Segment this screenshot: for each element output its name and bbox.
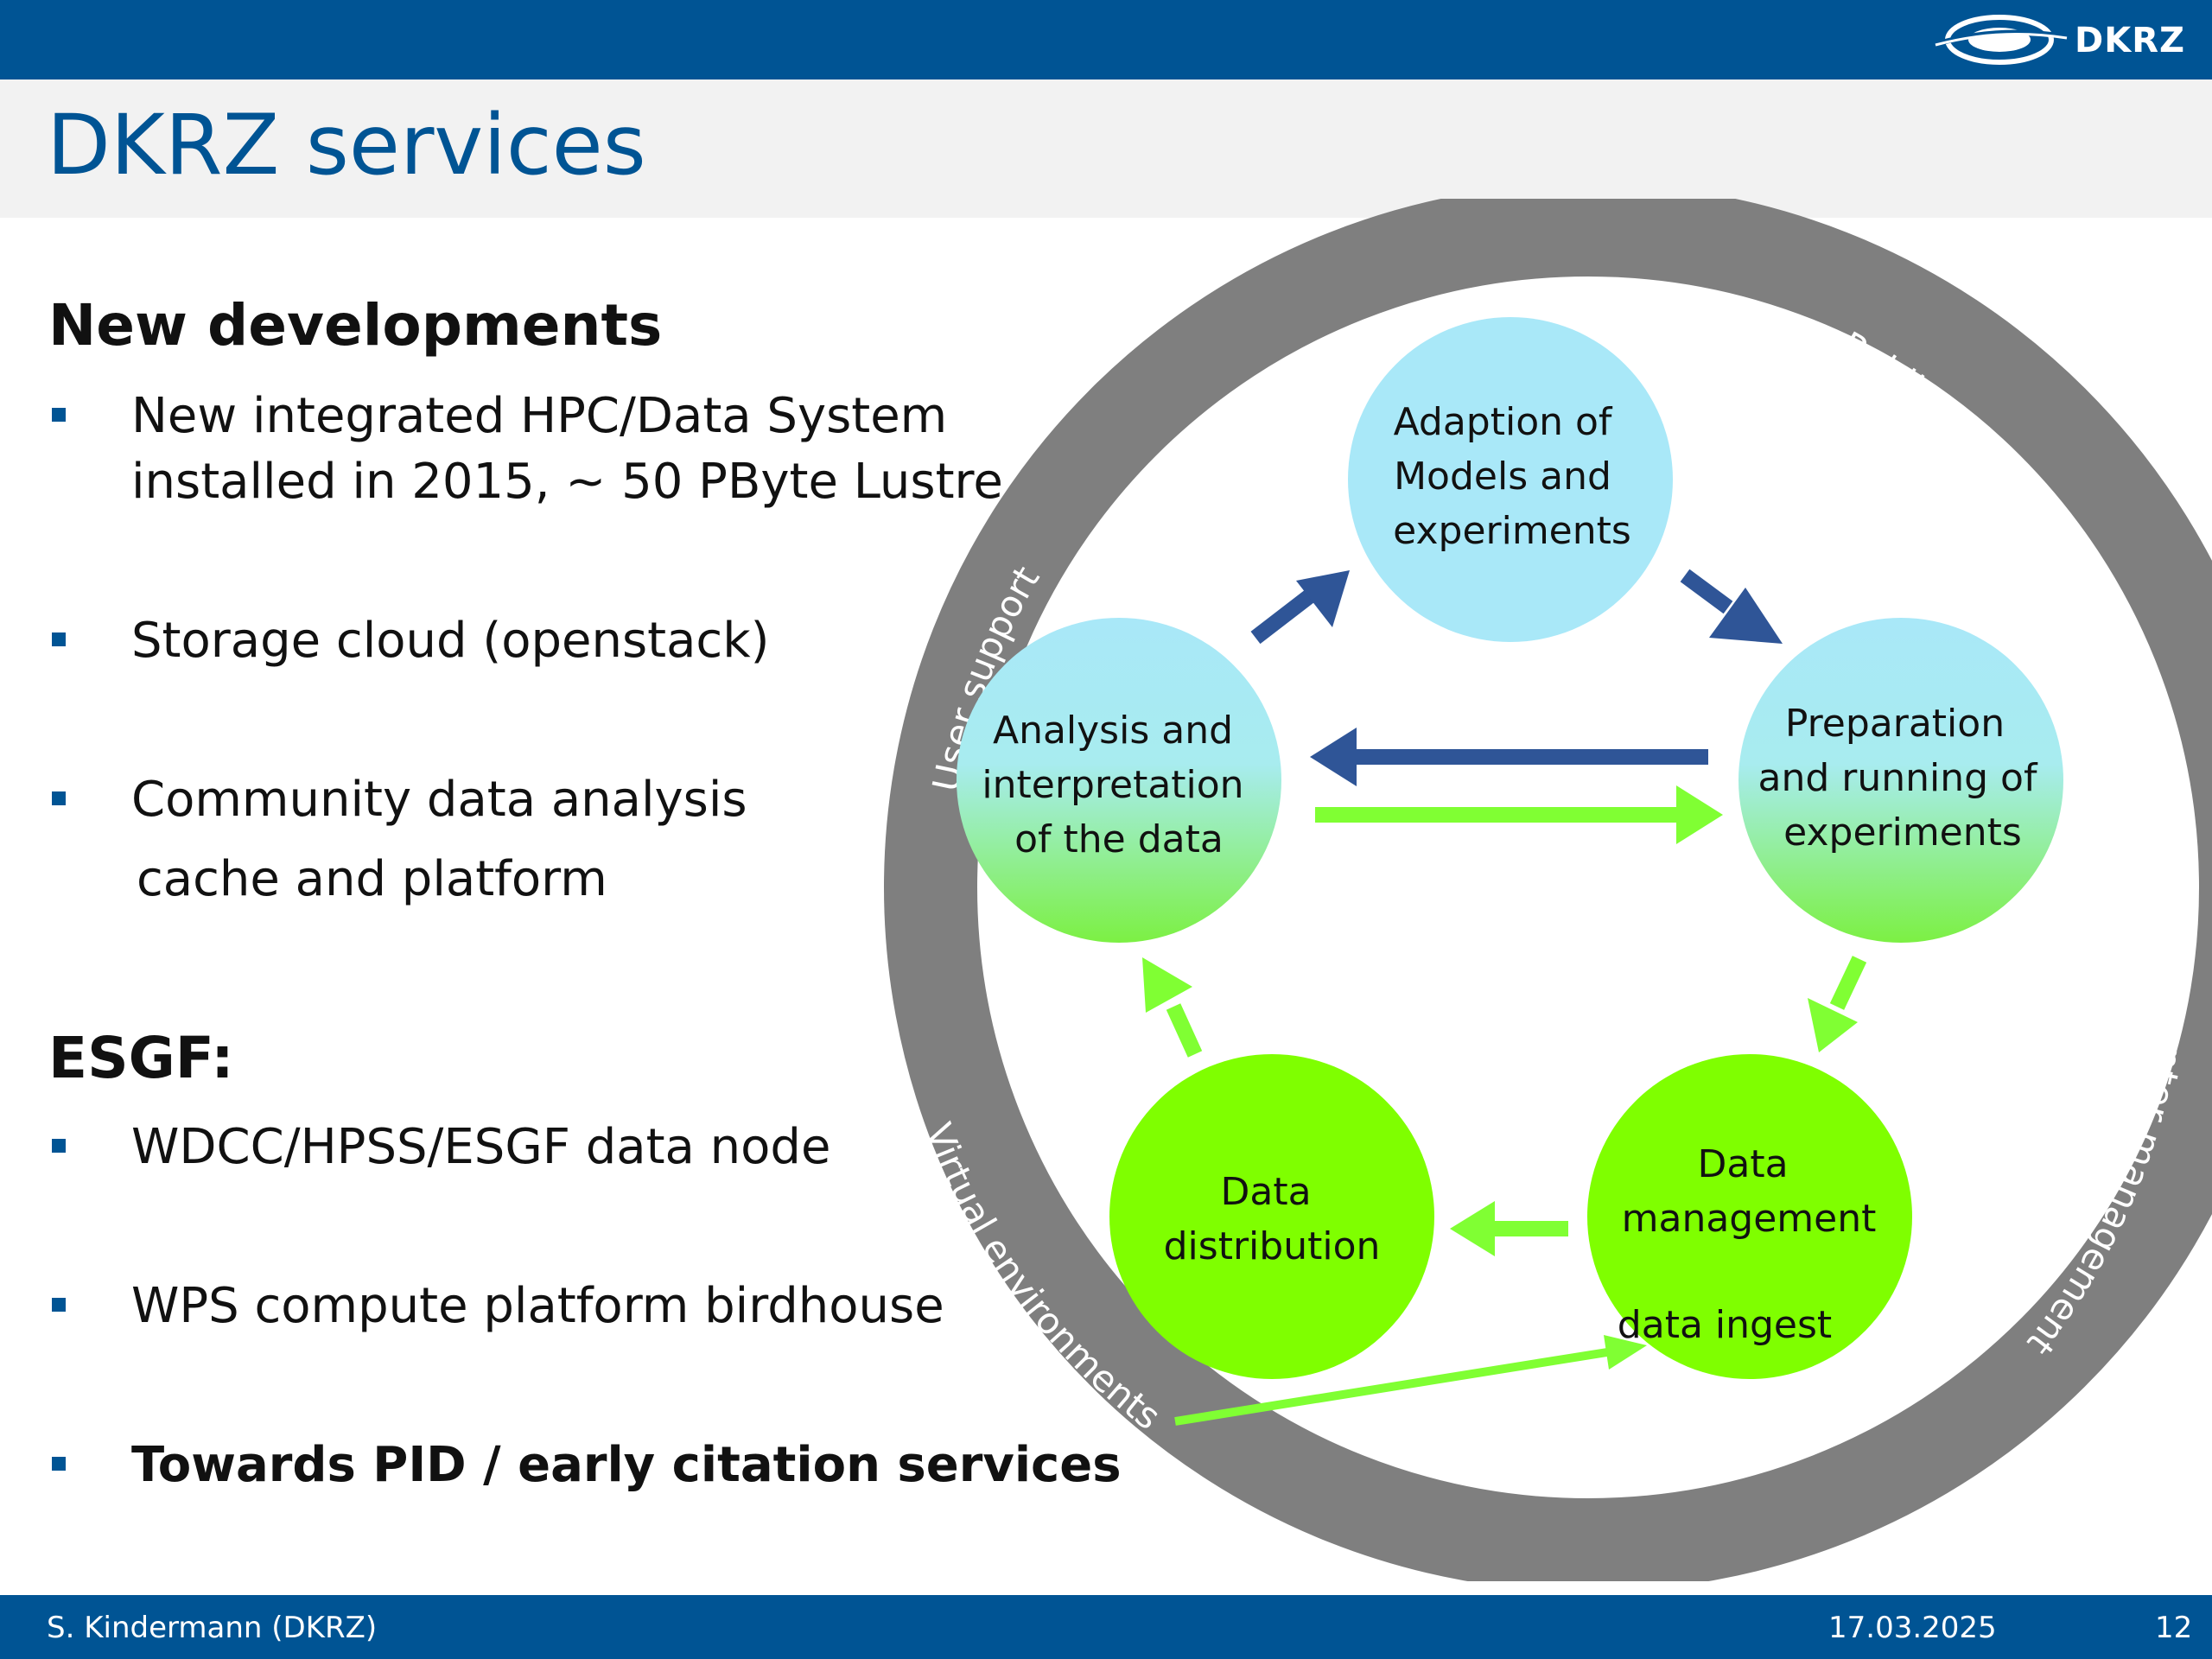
arrow-adaption-to-preparation <box>1680 569 1783 644</box>
slide-title: DKRZ services <box>47 97 646 194</box>
top-bar: DKRZ <box>0 0 2212 79</box>
bullet-marker <box>52 1139 66 1153</box>
diagram-svg: User support Public relations Data cente… <box>884 183 2212 1592</box>
arrow-preparation-to-analysis <box>1310 728 1708 786</box>
bullet-marker <box>52 1457 66 1471</box>
dkrz-logo: DKRZ <box>1932 7 2191 73</box>
services-cycle-diagram: User support Public relations Data cente… <box>821 183 2212 1592</box>
data-ingest-label: data ingest <box>1618 1303 1832 1347</box>
esgf-heading: ESGF: <box>48 1025 234 1091</box>
arrow-management-to-distribution <box>1450 1201 1568 1256</box>
svg-text:Analysis and interpret: Analysis and interpretation of the data <box>982 709 1255 861</box>
node-adaption: Adaption of Models and experiments <box>1348 317 1673 642</box>
bullet-marker <box>52 408 66 422</box>
arrow-virtual-to-ingest <box>1174 1335 1647 1426</box>
left-column: New developments New integrated HPC/Data… <box>0 218 1122 1583</box>
bullet-line: cache and platform <box>137 851 607 907</box>
footer-page-number: 12 <box>2155 1611 2193 1645</box>
node-analysis: Analysis and interpretation of the data <box>957 618 1281 943</box>
bullet-line: Towards PID / early citation services <box>131 1437 1122 1493</box>
bullet-line: New integrated HPC/Data System <box>131 388 948 444</box>
bullet-item: WDCC/HPSS/ESGF data node <box>131 1115 830 1180</box>
dkrz-logo-icon <box>1935 15 2068 65</box>
node-distribution: Data distribution <box>1109 1054 1434 1379</box>
footer-author: S. Kindermann (DKRZ) <box>47 1611 378 1645</box>
bullet-item: Towards PID / early citation services <box>131 1433 1122 1498</box>
logo-text: DKRZ <box>2075 21 2186 60</box>
footer-date: 17.03.2025 <box>1828 1611 1997 1645</box>
node-management: Data management data ingest <box>1587 1054 1912 1379</box>
bullet-line: Storage cloud (openstack) <box>131 613 770 669</box>
arrow-distribution-to-analysis <box>1142 957 1203 1058</box>
bullet-line: Community data analysis <box>131 772 747 828</box>
arrow-preparation-to-management <box>1808 956 1867 1052</box>
bullet-marker <box>52 791 66 805</box>
bullet-line: WDCC/HPSS/ESGF data node <box>131 1119 831 1175</box>
bullet-marker <box>52 1298 66 1312</box>
bullet-item: New integrated HPC/Data System installed… <box>131 384 1003 515</box>
arrow-analysis-to-adaption <box>1250 570 1350 645</box>
outer-ring <box>884 183 2212 1592</box>
title-bar: DKRZ services <box>0 79 2212 218</box>
bullet-line: installed in 2015, ~ 50 PByte Lustre <box>131 454 1003 510</box>
footer-bar: S. Kindermann (DKRZ) 17.03.2025 12 <box>0 1595 2212 1659</box>
svg-text:Data management: Data management <box>1622 1142 1877 1241</box>
new-developments-heading: New developments <box>48 292 663 359</box>
bullet-item: WPS compute platform birdhouse <box>131 1274 944 1339</box>
bullet-item: Storage cloud (openstack) <box>131 608 769 674</box>
arrow-analysis-to-preparation <box>1315 785 1723 844</box>
svg-text:Preparation and runnin: Preparation and running of experiments <box>1758 702 2050 855</box>
bullet-line: WPS compute platform birdhouse <box>131 1278 944 1334</box>
svg-text:Data distribution: Data distribution <box>1164 1170 1381 1268</box>
svg-text:Adaption of Models and: Adaption of Models and experiments <box>1393 400 1631 553</box>
bullet-marker <box>52 632 66 646</box>
bullet-item: Community data analysis cache and platfo… <box>131 767 747 912</box>
node-preparation: Preparation and running of experiments <box>1738 618 2063 943</box>
